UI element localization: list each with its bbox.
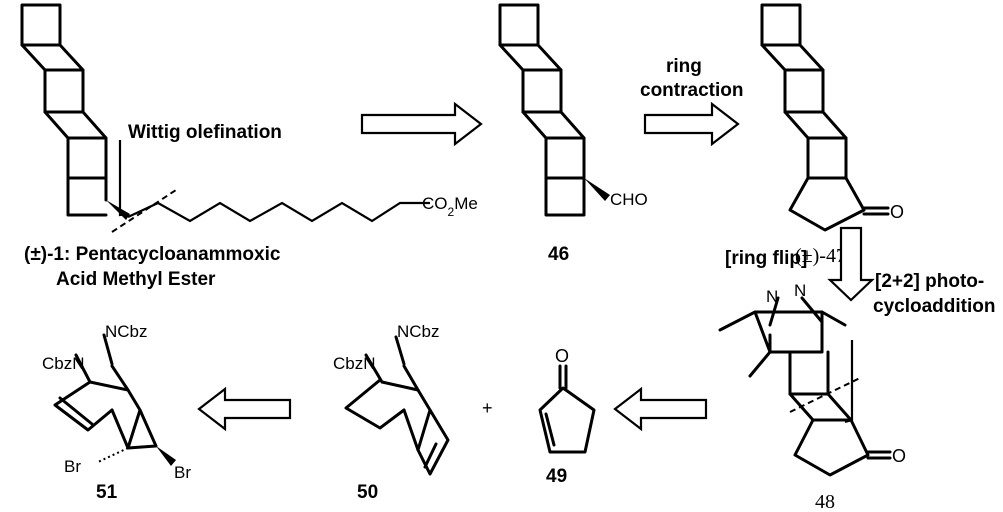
compound-48-n2: N [794, 281, 806, 300]
compound-51-cbzn-left: CbzN [42, 354, 85, 373]
wittig-label: Wittig olefination [128, 122, 282, 143]
compound-46-cho: CHO [610, 190, 648, 209]
compound-1-name-line2: Acid Methyl Ester [56, 269, 216, 290]
compound-50-ncbz-right: NCbz [397, 322, 440, 341]
compound-48-n1: N [766, 287, 778, 306]
compound-51-ncbz-right: NCbz [105, 322, 148, 341]
compound-47-oxygen: O [890, 202, 904, 222]
compound-48-structure [718, 296, 892, 477]
ring-flip-label: [ring flip] [725, 248, 807, 269]
compound-48-oxygen: O [892, 446, 906, 466]
compound-1-structure [20, 3, 430, 233]
photocycloaddition-line1: [2+2] photo- [875, 271, 984, 292]
compound-47-number: (±)-47 [795, 245, 846, 267]
compound-50-cbzn-left: CbzN [333, 354, 376, 373]
compound-48-number: 48 [815, 491, 835, 512]
retro-arrow-2 [643, 101, 740, 147]
retro-arrow-5 [197, 386, 292, 432]
compound-50-number: 50 [357, 482, 378, 503]
retro-arrow-3 [827, 226, 875, 302]
compound-49-number: 49 [546, 466, 567, 487]
ring-contraction-line1: ring [666, 56, 702, 77]
retro-arrow-4 [613, 386, 708, 432]
compound-51-br-right: Br [174, 463, 191, 482]
photocycloaddition-line2: cycloaddition [873, 296, 995, 317]
compound-49-structure [538, 364, 596, 454]
compound-49-oxygen: O [555, 346, 569, 366]
compound-51-br-left: Br [64, 457, 81, 476]
ester-group: CO2Me [422, 194, 478, 219]
retro-arrow-1 [360, 101, 483, 147]
plus-sign: + [482, 398, 493, 418]
compound-46-structure [498, 3, 610, 217]
compound-51-number: 51 [96, 482, 118, 503]
compound-51-structure [53, 333, 176, 466]
ring-contraction-line2: contraction [640, 80, 743, 101]
compound-46-number: 46 [548, 244, 569, 265]
compound-1-name-line1: (±)-1: Pentacycloanammoxic [24, 244, 281, 265]
compound-50-structure [344, 335, 450, 476]
compound-47-structure [760, 3, 890, 232]
